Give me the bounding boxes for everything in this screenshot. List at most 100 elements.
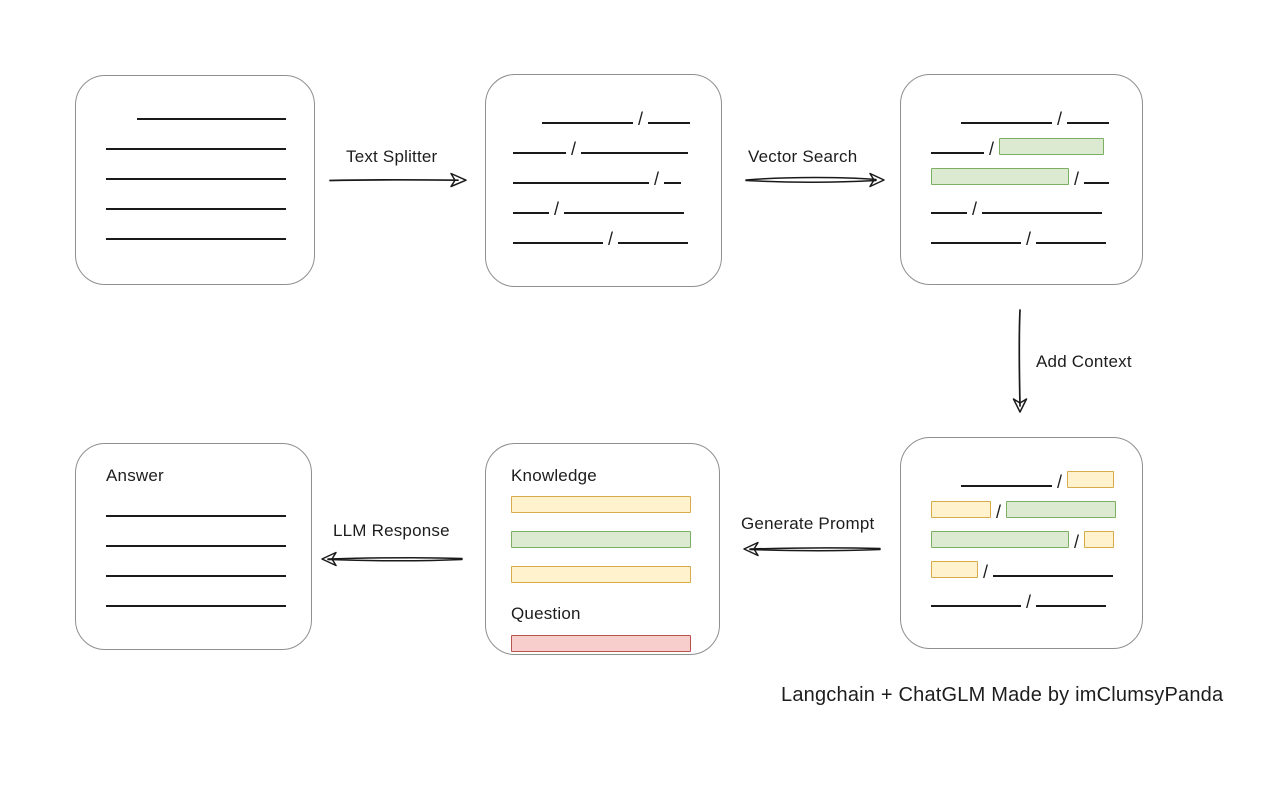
- chunk-row: [106, 548, 311, 578]
- chunk-row: /: [513, 185, 721, 219]
- chunk-yellow: [931, 501, 991, 518]
- answer-lines: [106, 488, 311, 608]
- text-line: [564, 212, 685, 214]
- split-chunks-box: /////: [485, 74, 722, 287]
- chunk-row: /: [931, 95, 1142, 129]
- diagram-caption: Langchain + ChatGLM Made by imClumsyPand…: [781, 684, 1224, 706]
- slash-separator: /: [989, 139, 995, 159]
- add-context-label: Add Context: [1036, 352, 1132, 371]
- chunk-row: /: [931, 125, 1142, 159]
- knowledge-heading: Knowledge: [511, 466, 597, 485]
- text-line: [542, 122, 633, 124]
- vector-search-arrow-icon: [745, 172, 885, 188]
- chunk-row: /: [513, 155, 721, 188]
- chunk-row: [106, 91, 314, 121]
- add-context-arrow-icon: [1012, 309, 1028, 413]
- text-line: [513, 242, 603, 244]
- chunk-row: /: [931, 155, 1142, 189]
- red-bar: [511, 635, 691, 652]
- text-line: [106, 178, 286, 180]
- slash-separator: /: [983, 562, 989, 582]
- llm-response-arrow-icon: [321, 551, 463, 567]
- vector-search-label: Vector Search: [748, 147, 858, 166]
- text-line: [1036, 605, 1107, 607]
- green-bar: [511, 531, 691, 548]
- chunk-row: [106, 151, 314, 181]
- chunk-row: [106, 181, 314, 211]
- slash-separator: /: [1026, 229, 1032, 249]
- chunk-row: /: [931, 215, 1142, 249]
- chunk-green: [1006, 501, 1117, 518]
- chunk-row: /: [931, 578, 1142, 612]
- chunk-row: [106, 121, 314, 151]
- text-line: [982, 212, 1103, 214]
- text-line: [137, 118, 286, 120]
- knowledge-bars: [511, 496, 719, 588]
- chunk-row: /: [513, 95, 721, 129]
- text-line: [1036, 242, 1107, 244]
- text-line: [581, 152, 689, 154]
- chunk-row: [106, 488, 311, 518]
- prompt-box: Knowledge Question: [485, 443, 720, 655]
- text-line: [1084, 182, 1110, 184]
- question-heading: Question: [511, 604, 581, 623]
- chunk-row: [106, 211, 314, 241]
- slash-separator: /: [571, 139, 577, 159]
- slash-separator: /: [996, 502, 1002, 522]
- text-line: [106, 238, 286, 240]
- chunk-row: /: [931, 458, 1142, 492]
- text-line: [106, 515, 286, 517]
- text-line: [106, 148, 286, 150]
- text-splitter-label: Text Splitter: [346, 147, 438, 166]
- text-line: [931, 242, 1021, 244]
- context-chunks-box: / / / / /: [900, 437, 1143, 649]
- chunk-yellow: [931, 561, 978, 578]
- slash-separator: /: [554, 199, 560, 219]
- slash-separator: /: [1026, 592, 1032, 612]
- answer-heading: Answer: [106, 466, 164, 485]
- chunk-yellow: [1084, 531, 1115, 548]
- generate-prompt-label: Generate Prompt: [741, 514, 875, 533]
- text-line: [106, 208, 286, 210]
- text-line: [961, 485, 1052, 487]
- chunk-yellow: [1067, 471, 1115, 488]
- text-splitter-arrow-icon: [329, 172, 467, 188]
- slash-separator: /: [972, 199, 978, 219]
- chunk-green: [931, 168, 1069, 185]
- text-line: [106, 545, 286, 547]
- slash-separator: /: [638, 109, 644, 129]
- text-line: [993, 575, 1114, 577]
- chunk-row: /: [931, 548, 1142, 582]
- chunk-green: [931, 531, 1069, 548]
- vector-matched-chunks-box: / / / / /: [900, 74, 1143, 285]
- yellow-bar: [511, 496, 691, 513]
- text-line: [931, 605, 1021, 607]
- chunk-row: /: [513, 125, 721, 159]
- llm-response-label: LLM Response: [333, 521, 450, 540]
- text-line: [961, 122, 1052, 124]
- answer-box: Answer: [75, 443, 312, 650]
- text-line: [931, 152, 984, 154]
- text-line: [618, 242, 689, 244]
- slash-separator: /: [1074, 169, 1080, 189]
- chunk-row: /: [931, 488, 1142, 522]
- chunk-row: /: [931, 185, 1142, 219]
- slash-separator: /: [1057, 109, 1063, 129]
- chunk-row: [106, 578, 311, 608]
- text-line: [513, 212, 549, 214]
- yellow-bar: [511, 566, 691, 583]
- generate-prompt-arrow-icon: [743, 541, 881, 557]
- text-line: [106, 605, 286, 607]
- chunk-green: [999, 138, 1105, 155]
- chunk-row: /: [513, 215, 721, 248]
- question-bars: [511, 635, 719, 657]
- slash-separator: /: [1057, 472, 1063, 492]
- text-line: [1067, 122, 1110, 124]
- text-line: [931, 212, 967, 214]
- text-line: [513, 152, 566, 154]
- document-box: [75, 75, 315, 285]
- slash-separator: /: [1074, 532, 1080, 552]
- chunk-row: /: [931, 518, 1142, 552]
- text-line: [106, 575, 286, 577]
